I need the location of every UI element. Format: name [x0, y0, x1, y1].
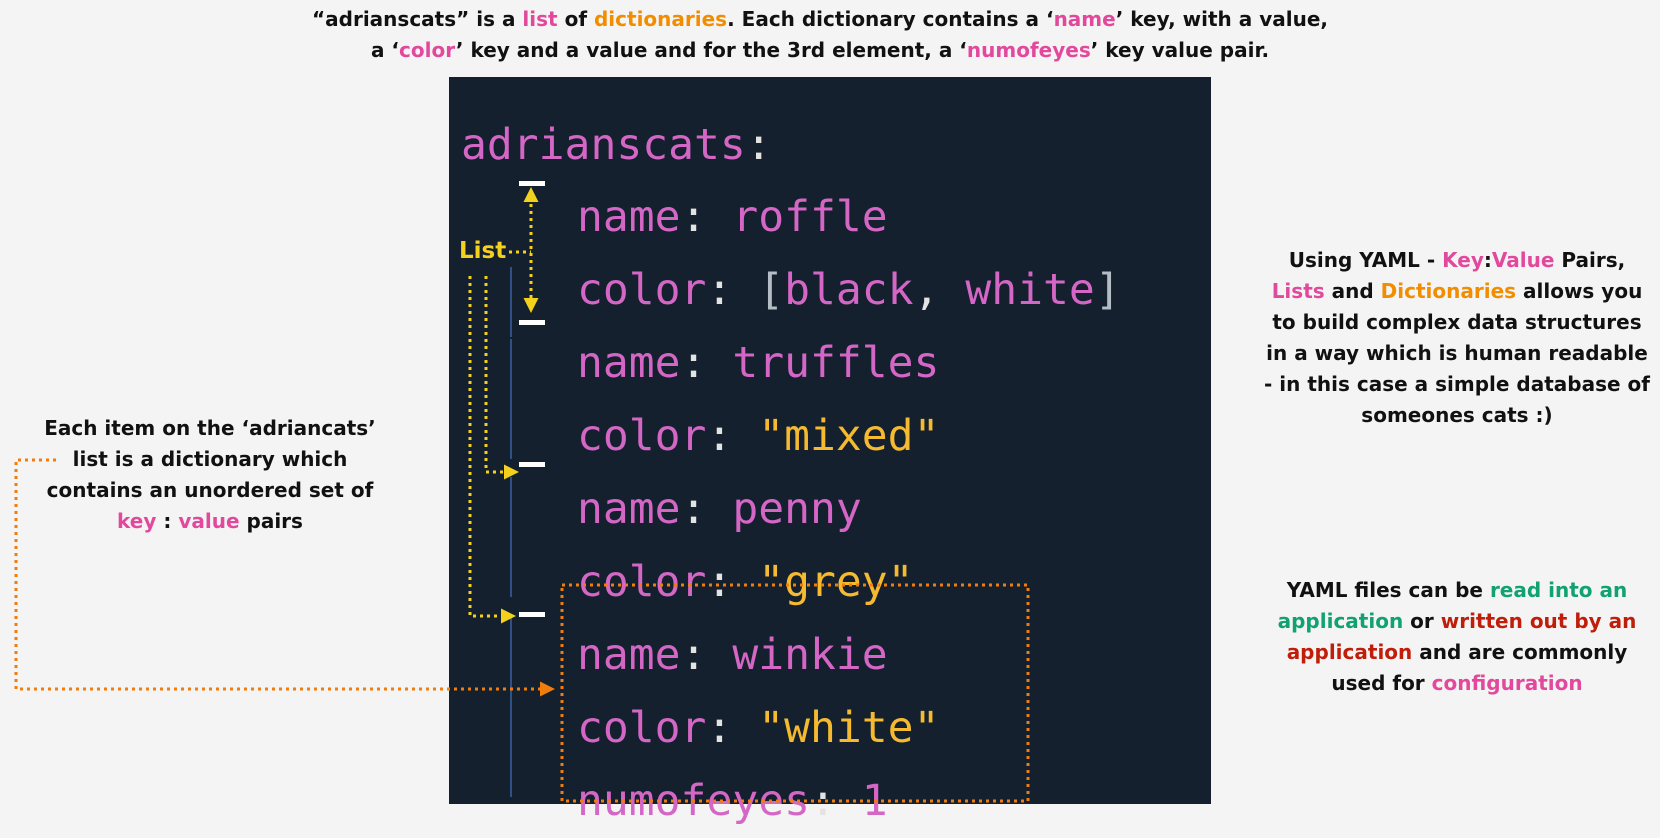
code-token: penny: [732, 484, 862, 534]
list-dash: [519, 320, 545, 325]
left-caption-segment: value: [178, 509, 240, 533]
right-caption-segment: Lists: [1271, 279, 1325, 303]
code-token: :: [706, 411, 759, 461]
list-arrow-to-penny: [484, 276, 519, 480]
code-token: truffles: [732, 338, 940, 388]
code-token: winkie: [732, 630, 888, 680]
code-token: :: [680, 192, 733, 242]
code-token: color: [577, 703, 707, 753]
list-dash: [519, 462, 545, 467]
code-token: ,: [913, 265, 966, 315]
code-token: roffle: [732, 192, 888, 242]
top-caption-segment: ’ key value pair.: [1090, 38, 1270, 62]
code-token: :: [706, 703, 759, 753]
top-caption-segment: ’ key, with a value,: [1115, 7, 1328, 31]
right-caption-segment: written out by an application: [1286, 609, 1637, 664]
top-caption-segment: color: [399, 38, 456, 62]
list-label: List: [459, 238, 507, 264]
code-line-name-roffle: name: roffle: [577, 181, 888, 254]
indent-guide: [510, 477, 512, 597]
right-caption-segment: and are commonly used for: [1331, 640, 1628, 695]
code-token: :: [745, 120, 772, 170]
top-caption-segment: . Each dictionary contains a ‘: [727, 7, 1054, 31]
top-caption: “adrianscats” is a list of dictionaries.…: [200, 4, 1440, 66]
code-token: name: [577, 484, 681, 534]
list-dash: [519, 612, 545, 617]
right-caption-segment: read into an application: [1277, 578, 1628, 633]
right-caption-segment: Key: [1442, 248, 1484, 272]
top-caption-segment: numofeyes: [966, 38, 1091, 62]
code-token: white: [965, 265, 1095, 315]
top-caption-segment: a ‘: [370, 38, 399, 62]
top-caption-segment: “adrianscats” is a: [312, 7, 523, 31]
left-caption-segment: pairs: [239, 509, 303, 533]
top-caption-line-2: a ‘color’ key and a value and for the 3r…: [200, 35, 1440, 66]
indent-guide: [510, 267, 512, 337]
code-line-name-winkie: name: winkie: [577, 619, 888, 692]
code-line-color-winkie: color: "white": [577, 692, 939, 765]
yaml-code-panel: adrianscats: name: roffle color: [black,…: [449, 77, 1211, 826]
right-caption-segment: Pairs,: [1554, 248, 1626, 272]
list-dash: [519, 181, 545, 186]
code-token: name: [577, 192, 681, 242]
right-caption-yaml-structures: Using YAML - Key:Value Pairs, Lists and …: [1262, 245, 1652, 431]
top-caption-segment: dictionaries: [593, 7, 728, 31]
code-line-color-truffles: color: "mixed": [577, 400, 939, 473]
code-line-color-roffle: color: [black, white]: [577, 254, 1121, 327]
top-caption-segment: ’ key and a value and for the 3rd elemen…: [455, 38, 967, 62]
code-line-root-key: adrianscats:: [461, 109, 772, 182]
code-token: :: [706, 557, 759, 607]
top-caption-segment: of: [557, 7, 594, 31]
code-token: "white": [758, 703, 940, 753]
right-caption-segment: allows you to build complex data structu…: [1264, 279, 1650, 427]
code-token: color: [577, 265, 707, 315]
left-caption: Each item on the ‘adriancats’ list is a …: [30, 413, 390, 537]
top-caption-segment: list: [522, 7, 558, 31]
code-token: black: [784, 265, 914, 315]
code-token: name: [577, 630, 681, 680]
indent-guide: [510, 339, 512, 459]
code-token: :: [680, 338, 733, 388]
right-caption-segment: Using YAML -: [1288, 248, 1443, 272]
code-line-name-penny: name: penny: [577, 473, 862, 546]
annotation-overlay: [14, 187, 1030, 803]
right-caption-segment: :: [1483, 248, 1492, 272]
code-token: adrianscats: [461, 120, 746, 170]
code-token: name: [577, 338, 681, 388]
right-caption-segment: YAML files can be: [1286, 578, 1490, 602]
top-caption-segment: name: [1053, 7, 1116, 31]
code-token: "grey": [758, 557, 914, 607]
dictionary-arrow: [14, 458, 555, 697]
code-token: :: [706, 265, 759, 315]
right-caption-segment: Value: [1491, 248, 1555, 272]
indent-guide: [510, 617, 512, 797]
list-arrow-to-winkie: [468, 276, 516, 624]
right-caption-segment: or: [1403, 609, 1441, 633]
left-caption-segment: Each item on the ‘adriancats’ list is a …: [44, 416, 376, 502]
right-caption-yaml-files: YAML files can be read into an applicati…: [1262, 575, 1652, 699]
left-caption-segment: :: [156, 509, 179, 533]
right-caption-segment: and: [1324, 279, 1381, 303]
code-token: ]: [1094, 265, 1121, 315]
right-caption-segment: Dictionaries: [1380, 279, 1517, 303]
code-token: :: [680, 484, 733, 534]
dictionary-highlight-box: [560, 583, 1030, 803]
top-caption-line-1: “adrianscats” is a list of dictionaries.…: [200, 4, 1440, 35]
code-line-color-penny: color: "grey": [577, 546, 914, 619]
code-token: color: [577, 557, 707, 607]
code-line-name-truffles: name: truffles: [577, 327, 939, 400]
right-caption-segment: configuration: [1431, 671, 1583, 695]
code-token: :: [680, 630, 733, 680]
left-caption-segment: key: [117, 509, 157, 533]
code-token: color: [577, 411, 707, 461]
code-token: "mixed": [758, 411, 940, 461]
code-token: [: [758, 265, 785, 315]
